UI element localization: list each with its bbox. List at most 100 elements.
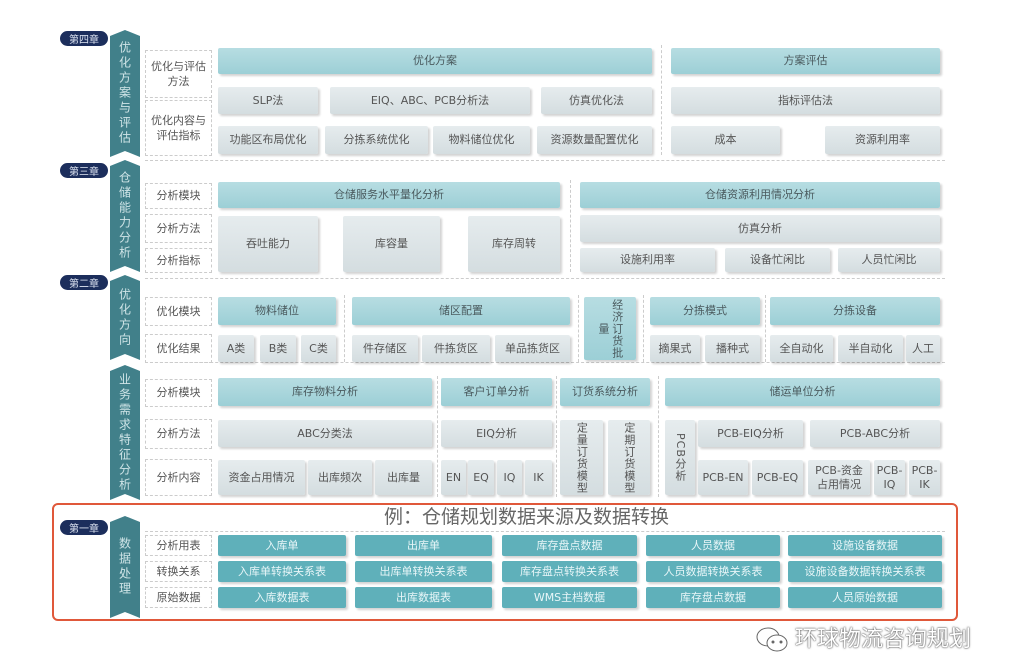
section-divider bbox=[145, 531, 945, 532]
module-header-box: 分拣设备 bbox=[770, 297, 940, 325]
row-label: 优化内容与评估指标 bbox=[145, 100, 212, 156]
overlay-title: 例：仓储规划数据来源及数据转换 bbox=[384, 506, 670, 528]
row-label: 分析内容 bbox=[145, 459, 212, 496]
item-box: 出库频次 bbox=[308, 460, 372, 495]
item-box: 半自动化 bbox=[838, 335, 903, 362]
row-label: 分析方法 bbox=[145, 419, 212, 449]
row-label: 分析模块 bbox=[145, 379, 212, 407]
item-box: 设施设备数据 bbox=[788, 535, 942, 556]
chapter-ribbon: 仓储能力分析 bbox=[110, 160, 140, 272]
item-box: 入库单转换关系表 bbox=[218, 561, 346, 582]
item-box: 播种式 bbox=[705, 335, 760, 362]
item-box: WMS主档数据 bbox=[502, 587, 637, 608]
item-box: PCB-IK bbox=[909, 460, 940, 495]
item-box: 库存盘点转换关系表 bbox=[502, 561, 637, 582]
row-label: 分析模块 bbox=[145, 183, 212, 209]
item-box: 出库数据表 bbox=[355, 587, 492, 608]
row-label: 分析方法 bbox=[145, 214, 212, 243]
item-box: 出库单转换关系表 bbox=[355, 561, 492, 582]
chapter-ribbon: 业务需求特征分析 bbox=[110, 365, 140, 500]
column-divider bbox=[658, 376, 659, 497]
item-box: 仿真优化法 bbox=[541, 87, 652, 114]
item-box: 资源数量配置优化 bbox=[537, 126, 652, 154]
item-box: ABC分类法 bbox=[218, 420, 432, 447]
item-box: EQ bbox=[468, 460, 494, 495]
section-divider bbox=[145, 362, 945, 363]
item-box: 件拣货区 bbox=[422, 335, 490, 362]
row-label: 分析用表 bbox=[145, 535, 212, 556]
column-divider bbox=[661, 45, 662, 155]
watermark-text: 环球物流咨询规划 bbox=[795, 627, 972, 652]
item-box: 设备忙闲比 bbox=[725, 248, 830, 272]
item-box: 摘果式 bbox=[650, 335, 700, 362]
item-box: C类 bbox=[301, 335, 336, 362]
wechat-icon bbox=[756, 627, 788, 652]
item-box: B类 bbox=[260, 335, 296, 362]
column-divider bbox=[765, 295, 766, 362]
item-box: 出库量 bbox=[375, 460, 432, 495]
column-divider bbox=[578, 295, 579, 362]
item-box: PCB分析 bbox=[665, 420, 695, 495]
column-divider bbox=[643, 295, 644, 362]
item-box: PCB-资金占用情况 bbox=[808, 460, 870, 495]
chapter-ribbon: 优化方向 bbox=[110, 275, 140, 360]
module-header-box: 订货系统分析 bbox=[560, 378, 650, 406]
module-header-box: 客户订单分析 bbox=[441, 378, 552, 406]
module-header-box: 库存物料分析 bbox=[218, 378, 432, 406]
item-box: 分拣系统优化 bbox=[325, 126, 428, 154]
item-box: 定期订货模型 bbox=[608, 420, 650, 495]
item-box: PCB-ABC分析 bbox=[810, 420, 940, 447]
row-label: 原始数据 bbox=[145, 587, 212, 608]
item-box: 物料储位优化 bbox=[433, 126, 530, 154]
module-header-box: 仓储服务水平量化分析 bbox=[218, 182, 560, 208]
module-header-box: 经济订货批量 bbox=[584, 297, 636, 360]
item-box: 人员数据 bbox=[646, 535, 780, 556]
column-divider bbox=[556, 376, 557, 497]
item-box: 指标评估法 bbox=[671, 87, 940, 114]
item-box: IQ bbox=[497, 460, 522, 495]
item-box: 资源利用率 bbox=[825, 126, 940, 154]
section-divider bbox=[145, 278, 945, 279]
row-label: 优化结果 bbox=[145, 334, 212, 363]
item-box: PCB-EN bbox=[698, 460, 748, 495]
item-box: EIQ、ABC、PCB分析法 bbox=[330, 87, 530, 114]
item-box: 设施利用率 bbox=[580, 248, 715, 272]
section-divider bbox=[145, 160, 945, 161]
item-box: 单品拣货区 bbox=[495, 335, 570, 362]
item-box: 定量订货模型 bbox=[560, 420, 603, 495]
column-divider bbox=[344, 295, 345, 362]
module-header-box: 优化方案 bbox=[218, 48, 652, 74]
column-divider bbox=[570, 180, 571, 272]
highlight-frame bbox=[52, 503, 958, 621]
item-box: 人员原始数据 bbox=[788, 587, 942, 608]
item-box: 功能区布局优化 bbox=[218, 126, 318, 154]
item-box: 人员数据转换关系表 bbox=[646, 561, 780, 582]
item-box: 人员忙闲比 bbox=[838, 248, 940, 272]
module-header-box: 储区配置 bbox=[352, 297, 570, 325]
chapter-ribbon: 优化方案与评估 bbox=[110, 30, 140, 157]
item-box: SLP法 bbox=[218, 87, 318, 114]
module-header-box: 方案评估 bbox=[671, 48, 940, 74]
item-box: 入库单 bbox=[218, 535, 346, 556]
module-header-box: 物料储位 bbox=[218, 297, 336, 325]
item-box: A类 bbox=[218, 335, 254, 362]
item-box: PCB-EIQ分析 bbox=[698, 420, 803, 447]
item-box: 人工 bbox=[906, 335, 940, 362]
item-box: 件存储区 bbox=[352, 335, 418, 362]
item-box: 库容量 bbox=[343, 216, 440, 272]
item-box: 库存盘点数据 bbox=[646, 587, 780, 608]
chapter-ribbon: 数据处理 bbox=[110, 516, 140, 618]
module-header-box: 分拣模式 bbox=[650, 297, 760, 325]
item-box: 库存周转 bbox=[468, 216, 560, 272]
chapter-badge: 第一章 bbox=[60, 520, 108, 535]
item-box: IK bbox=[525, 460, 552, 495]
item-box: 吞吐能力 bbox=[218, 216, 318, 272]
item-box: EIQ分析 bbox=[441, 420, 552, 447]
module-header-box: 储运单位分析 bbox=[665, 378, 940, 406]
chapter-badge: 第四章 bbox=[60, 31, 108, 46]
watermark: 环球物流咨询规划 bbox=[755, 626, 971, 654]
item-box: 库存盘点数据 bbox=[502, 535, 637, 556]
item-box: 仿真分析 bbox=[580, 215, 940, 242]
item-box: 全自动化 bbox=[770, 335, 833, 362]
